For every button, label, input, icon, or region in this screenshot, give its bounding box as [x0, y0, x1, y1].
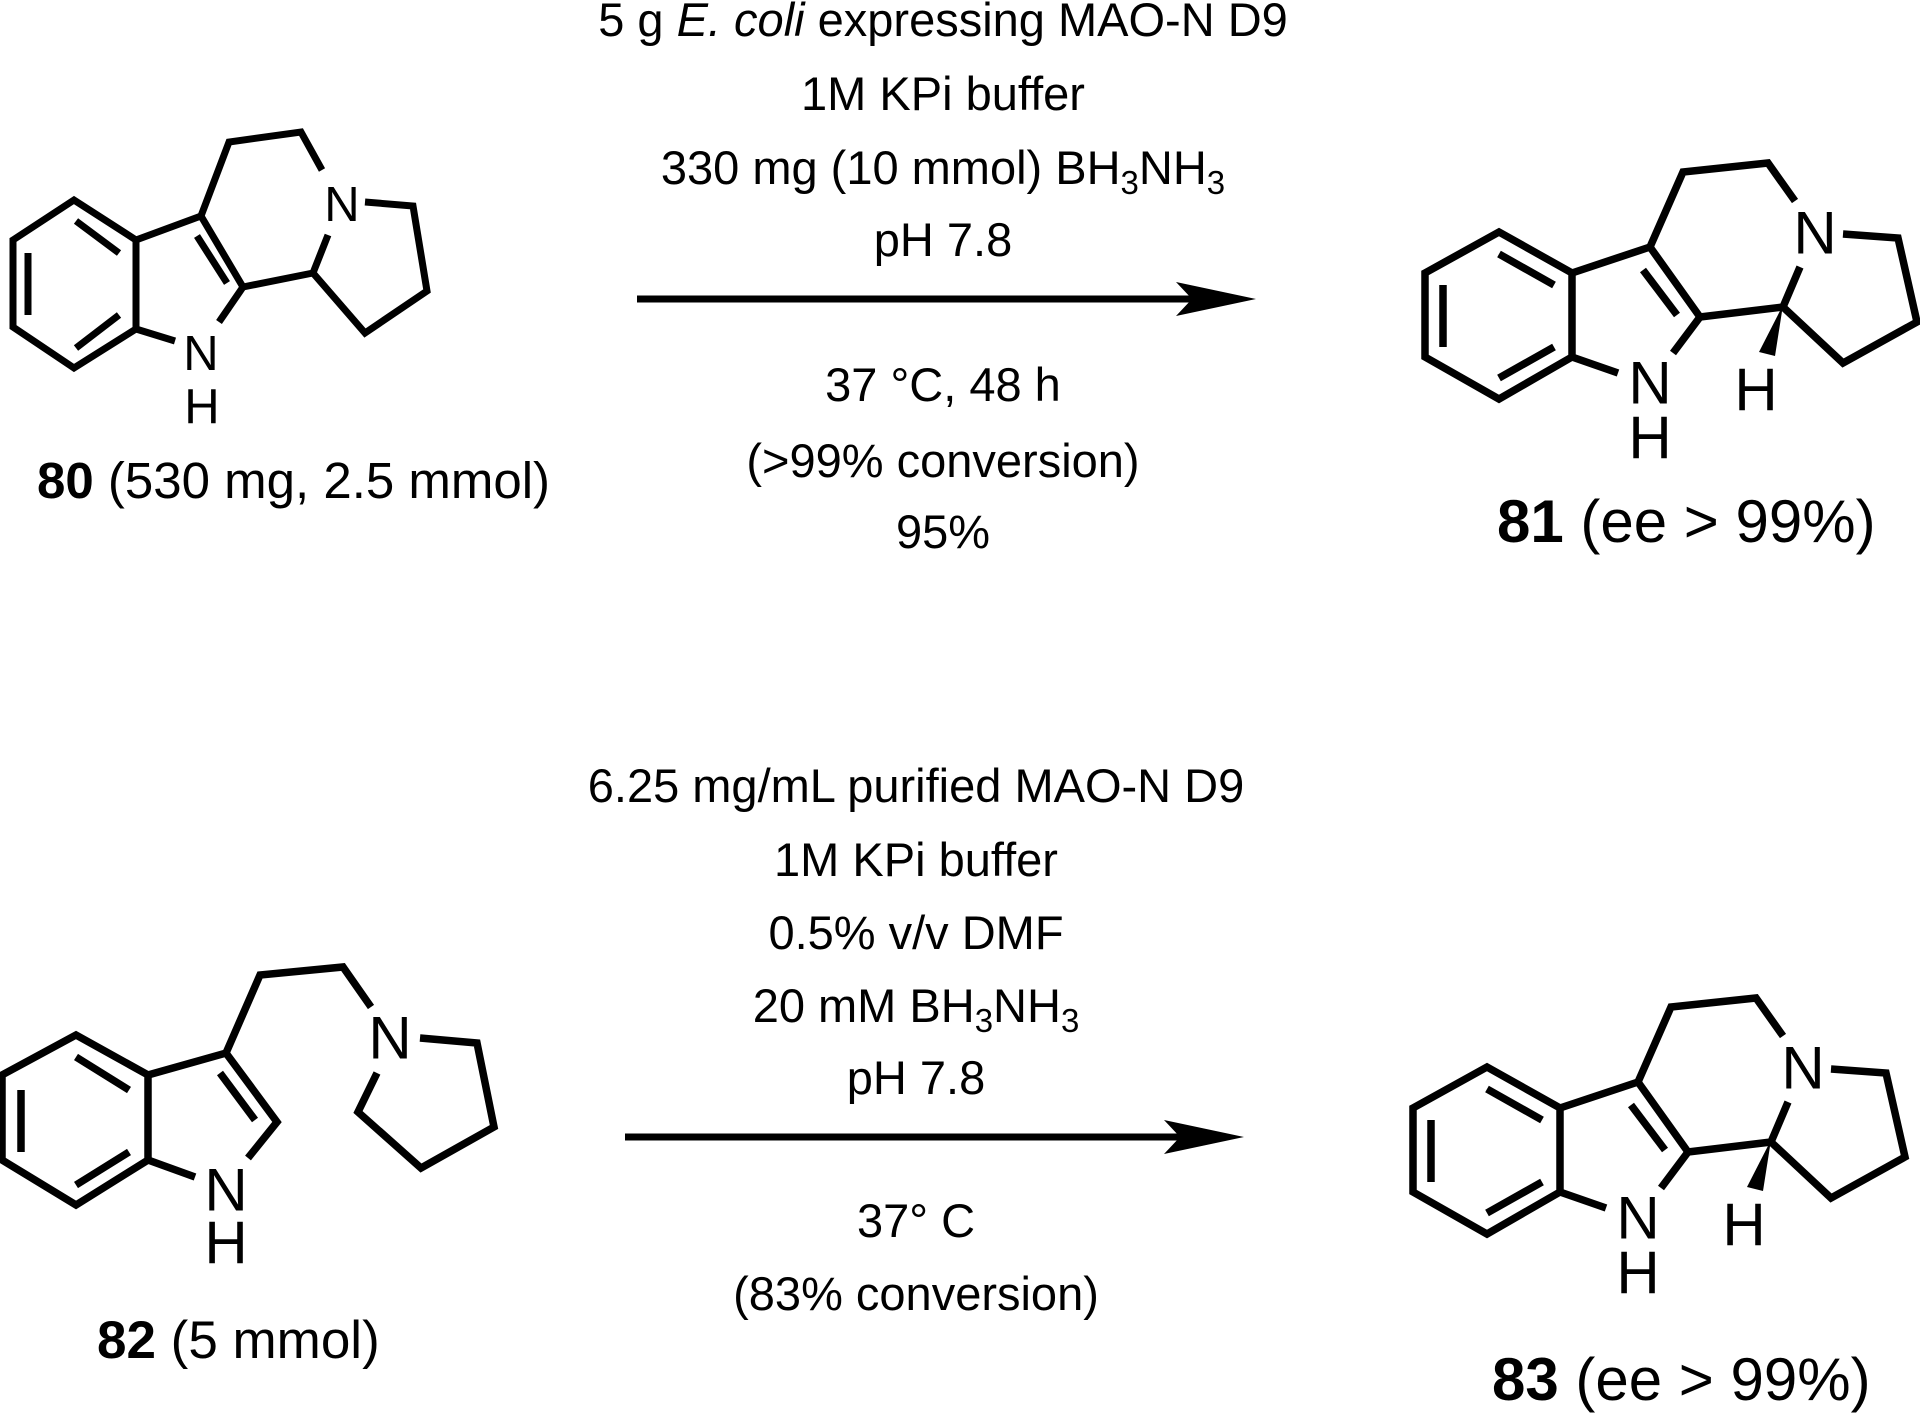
condition-cosolvent: 0.5% v/v DMF: [768, 906, 1063, 959]
condition-ph: pH 7.8: [874, 213, 1012, 266]
condition-conversion: (83% conversion): [733, 1267, 1099, 1320]
condition-reductant: 330 mg (10 mmol) BH3NH3: [661, 141, 1225, 201]
atom-h: H: [1628, 405, 1671, 472]
condition-temperature-time: 37 °C, 48 h: [825, 358, 1061, 411]
condition-reductant: 20 mM BH3NH3: [753, 979, 1080, 1039]
compound-80-label: 80 (530 mg, 2.5 mmol): [37, 452, 550, 509]
atom-n: N: [1781, 1035, 1824, 1102]
compound-82-structure: N N H: [0, 963, 499, 1277]
atom-h: H: [204, 1210, 247, 1277]
atom-h: H: [184, 380, 219, 434]
condition-yield: 95%: [896, 505, 990, 558]
reaction-arrow-1: [637, 282, 1256, 316]
compound-81-structure: N N H H: [1421, 159, 1920, 472]
compound-id: 80: [37, 452, 94, 509]
condition-buffer: 1M KPi buffer: [801, 67, 1085, 120]
compound-id: 82: [97, 1311, 156, 1370]
condition-catalyst: 5 g E. coli expressing MAO-N D9: [598, 0, 1288, 46]
compound-82-label: 82 (5 mmol): [97, 1311, 380, 1370]
wedge-bond: [1759, 305, 1783, 356]
atom-n: N: [368, 1005, 411, 1072]
compound-id: 83: [1492, 1346, 1559, 1413]
atom-n: N: [1628, 350, 1671, 417]
atom-n: N: [1616, 1185, 1659, 1252]
reaction-arrow-2: [625, 1120, 1244, 1154]
wedge-bond: [1747, 1140, 1771, 1191]
atom-h: H: [1616, 1240, 1659, 1307]
condition-ph: pH 7.8: [847, 1051, 985, 1104]
compound-detail: (5 mmol): [156, 1311, 380, 1370]
atom-n: N: [324, 178, 359, 232]
condition-enzyme: 6.25 mg/mL purified MAO-N D9: [588, 759, 1245, 812]
atom-n: N: [1793, 200, 1836, 267]
atom-n: N: [204, 1157, 247, 1224]
condition-buffer: 1M KPi buffer: [774, 833, 1058, 886]
condition-temperature: 37° C: [857, 1194, 975, 1247]
compound-80-structure: N N H: [9, 128, 431, 434]
compound-id: 81: [1497, 488, 1564, 555]
compound-83-structure: N N H H: [1409, 994, 1910, 1307]
compound-detail: (ee > 99%): [1564, 488, 1876, 555]
compound-83-label: 83 (ee > 99%): [1492, 1346, 1871, 1413]
atom-n: N: [183, 327, 218, 381]
atom-h-stereo: H: [1722, 1192, 1765, 1259]
compound-detail: (530 mg, 2.5 mmol): [94, 452, 550, 509]
condition-conversion: (>99% conversion): [746, 434, 1139, 487]
compound-81-label: 81 (ee > 99%): [1497, 488, 1876, 555]
compound-detail: (ee > 99%): [1559, 1346, 1871, 1413]
atom-h-stereo: H: [1734, 357, 1777, 424]
